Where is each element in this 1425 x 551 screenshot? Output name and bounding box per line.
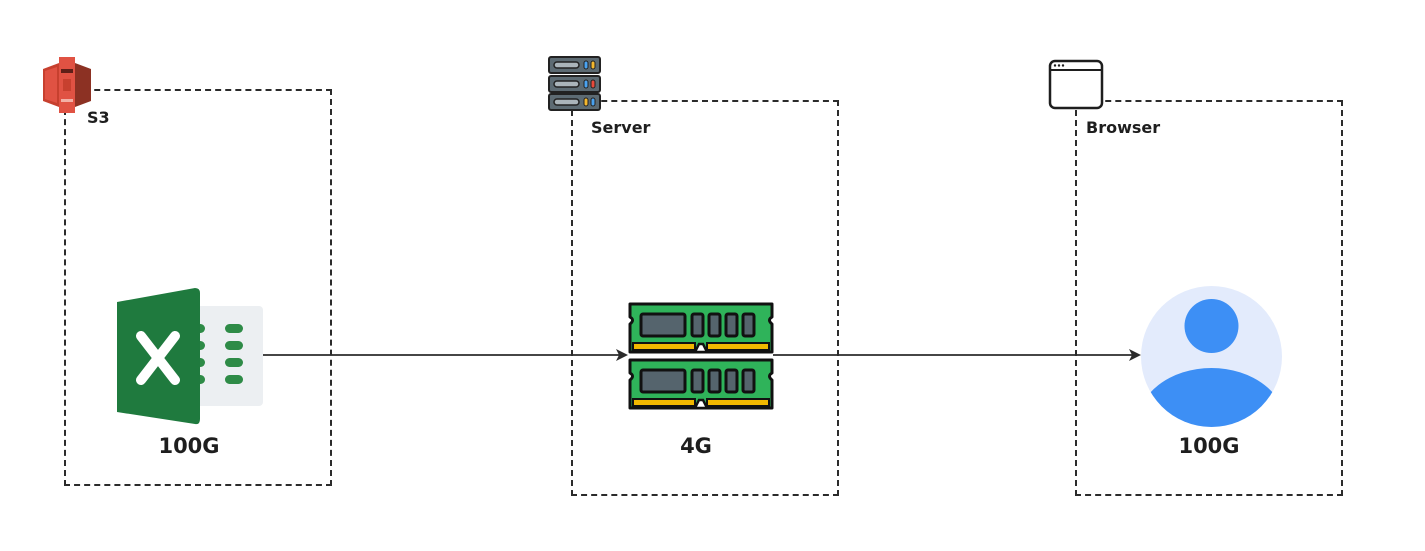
server-group-box — [571, 100, 839, 496]
browser-group-label: Browser — [1086, 118, 1161, 137]
server-size-label: 4G — [680, 434, 712, 458]
browser-window-icon — [1048, 59, 1104, 114]
server-group-label: Server — [591, 118, 651, 137]
user-avatar-icon — [1141, 286, 1282, 431]
browser-group-box — [1075, 100, 1343, 496]
browser-size-label: 100G — [1178, 434, 1240, 458]
s3-size-label: 100G — [158, 434, 220, 458]
excel-file-icon — [117, 288, 264, 429]
s3-group-label: S3 — [87, 108, 110, 127]
s3-group-box — [64, 89, 332, 486]
aws-s3-icon — [43, 57, 91, 117]
ram-memory-icon — [627, 302, 775, 414]
server-rack-icon — [548, 56, 601, 115]
